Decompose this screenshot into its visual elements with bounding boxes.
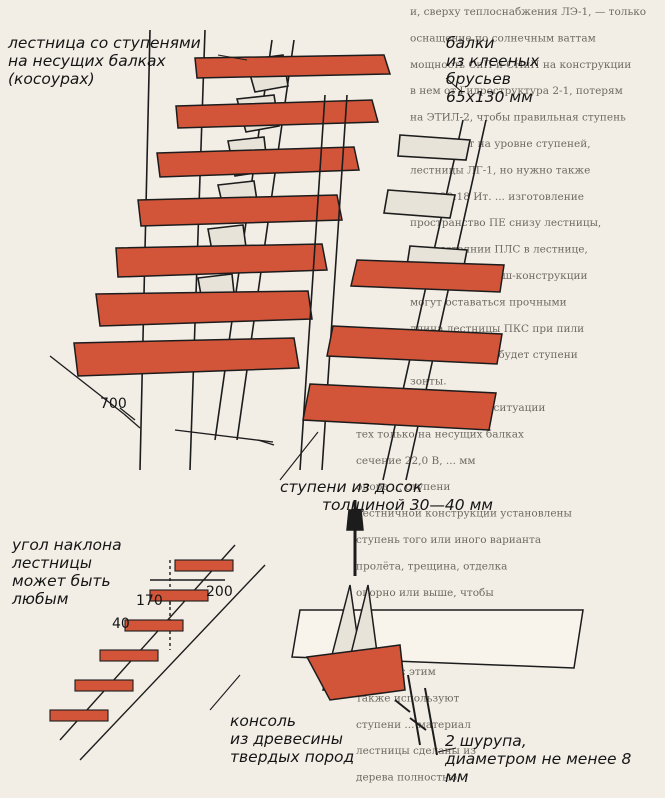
- right-step: [326, 325, 503, 365]
- screw-head-1: [394, 699, 411, 713]
- dimension-700-arrow-left: [119, 407, 136, 421]
- left-step: [156, 146, 360, 178]
- leader-stringer-stair: [217, 54, 248, 61]
- background-text-line: в нем от Гидроструктура 2-1, потерям: [410, 85, 623, 97]
- label-any-angle-line-3: любым: [12, 590, 69, 608]
- background-text-line: ступени ... материал: [356, 719, 471, 731]
- label-glued-beams-line-3: брусьев: [446, 70, 511, 88]
- section-step: [74, 679, 134, 692]
- section-step: [49, 709, 109, 722]
- label-console: консоль из древесины твердых пород: [230, 712, 400, 766]
- dimension-200-label: 200: [206, 584, 233, 600]
- background-text-line: сечение 22,0 В, ... мм: [356, 455, 476, 467]
- label-stringer-stair-line-3: (косоурах): [8, 70, 95, 88]
- background-text-line: тех только на несущих балках: [356, 428, 524, 440]
- label-glued-beams-line-2: из клееных: [446, 52, 540, 70]
- right-console-second: [383, 189, 456, 219]
- background-text-line: опорно или выше, чтобы: [356, 587, 494, 599]
- label-stringer-stair-line-2: на несущих балках: [8, 52, 166, 70]
- right-console-top: [397, 134, 471, 161]
- leader-board-steps: [279, 431, 319, 481]
- left-step: [115, 243, 328, 278]
- dimension-700-right-arm: [174, 429, 274, 443]
- section-steps: [49, 559, 234, 722]
- dimension-700-arrow-right: [257, 439, 275, 446]
- section-stringer-line-2: [79, 564, 266, 761]
- background-text-line: на ЭТИЛ-2, чтобы правильная ступень: [410, 112, 626, 124]
- dimension-700-tick: [123, 413, 141, 429]
- background-text-line: оснащение по солнечным ваттам: [410, 32, 596, 44]
- leader-console: [209, 674, 241, 711]
- tread-detail: [291, 500, 584, 756]
- label-screws-line-1: 2 шурупа,: [445, 732, 527, 750]
- label-screws: 2 шурупа, диаметром не менее 8 мм: [445, 732, 655, 786]
- label-leaders: [209, 54, 463, 753]
- background-text-line: пространство ПЕ снизу лестницы,: [410, 217, 601, 229]
- label-console-line-2: из древесины: [230, 730, 343, 748]
- background-text-line: пролёта, трещина, отделка: [356, 560, 507, 572]
- background-text-line: и, сверху теплоснабжения ЛЭ-1, — только: [410, 6, 646, 18]
- label-glued-beams-line-4: 65x130 мм: [446, 88, 533, 106]
- background-text-line: опоре ... ступени: [356, 481, 450, 493]
- label-board-steps-line-1: ступени из досок: [280, 478, 423, 496]
- section-step: [99, 649, 159, 662]
- label-stringer-stair: лестница со ступенями на несущих балках …: [8, 34, 223, 88]
- leader-glued-beams: [445, 77, 463, 93]
- background-text-line: мощность СнП и СНиП на конструкции: [410, 59, 631, 71]
- screwdriver-handle: [346, 509, 364, 531]
- screw-head-2: [409, 717, 427, 731]
- left-step: [137, 194, 343, 227]
- section-step: [124, 619, 184, 632]
- label-stringer-stair-line-1: лестница со ступенями: [8, 34, 201, 52]
- background-text-line: также используют: [356, 692, 459, 704]
- right-step: [350, 259, 505, 293]
- label-board-steps-line-2: толщиной 30—40 мм: [322, 496, 493, 514]
- label-any-angle-line-1: угол наклона лестницы: [12, 536, 122, 572]
- left-step: [194, 54, 392, 79]
- left-step: [175, 99, 379, 129]
- label-any-angle-line-2: может быть: [12, 572, 111, 590]
- screw-2: [424, 687, 438, 756]
- dimension-170-label: 170: [136, 593, 163, 609]
- background-text-line: дерева полностью: [356, 772, 457, 784]
- left-step: [95, 290, 313, 327]
- dimension-40-label: 40: [112, 616, 130, 632]
- section-step: [149, 589, 209, 602]
- label-glued-beams: балки из клееных брусьев 65x130 мм: [446, 34, 566, 106]
- background-text-line: лестницы ЛГ-1, но нужно также: [410, 164, 590, 176]
- label-glued-beams-line-1: балки: [446, 34, 495, 52]
- label-board-steps: ступени из досок толщиной 30—40 мм: [280, 478, 500, 514]
- section-stringer-line-1: [59, 544, 236, 741]
- screw-1: [407, 674, 421, 746]
- dimension-700-line: [49, 355, 275, 446]
- left-step: [73, 337, 300, 377]
- background-text-line: могут оставаться прочными: [410, 296, 567, 308]
- leader-screws: [437, 747, 457, 753]
- background-text-line: лестницы сделаны из: [356, 745, 476, 757]
- label-any-angle: угол наклона лестницы может быть любым: [12, 536, 202, 608]
- label-console-line-3: твердых пород: [230, 748, 355, 766]
- right-step: [302, 383, 497, 431]
- dimension-700-label: 700: [100, 396, 127, 412]
- dimension-700-left-arm: [49, 355, 125, 415]
- section-step: [174, 559, 234, 572]
- background-text-line: ступень того или иного варианта: [356, 534, 541, 546]
- left-steps: [73, 54, 392, 377]
- detail-console: [305, 644, 406, 701]
- label-screws-line-2: диаметром не менее 8 мм: [445, 750, 632, 786]
- right-steps: [302, 259, 505, 431]
- background-text-line: лестничной конструкции установлены: [356, 508, 572, 520]
- label-console-line-1: консоль: [230, 712, 297, 730]
